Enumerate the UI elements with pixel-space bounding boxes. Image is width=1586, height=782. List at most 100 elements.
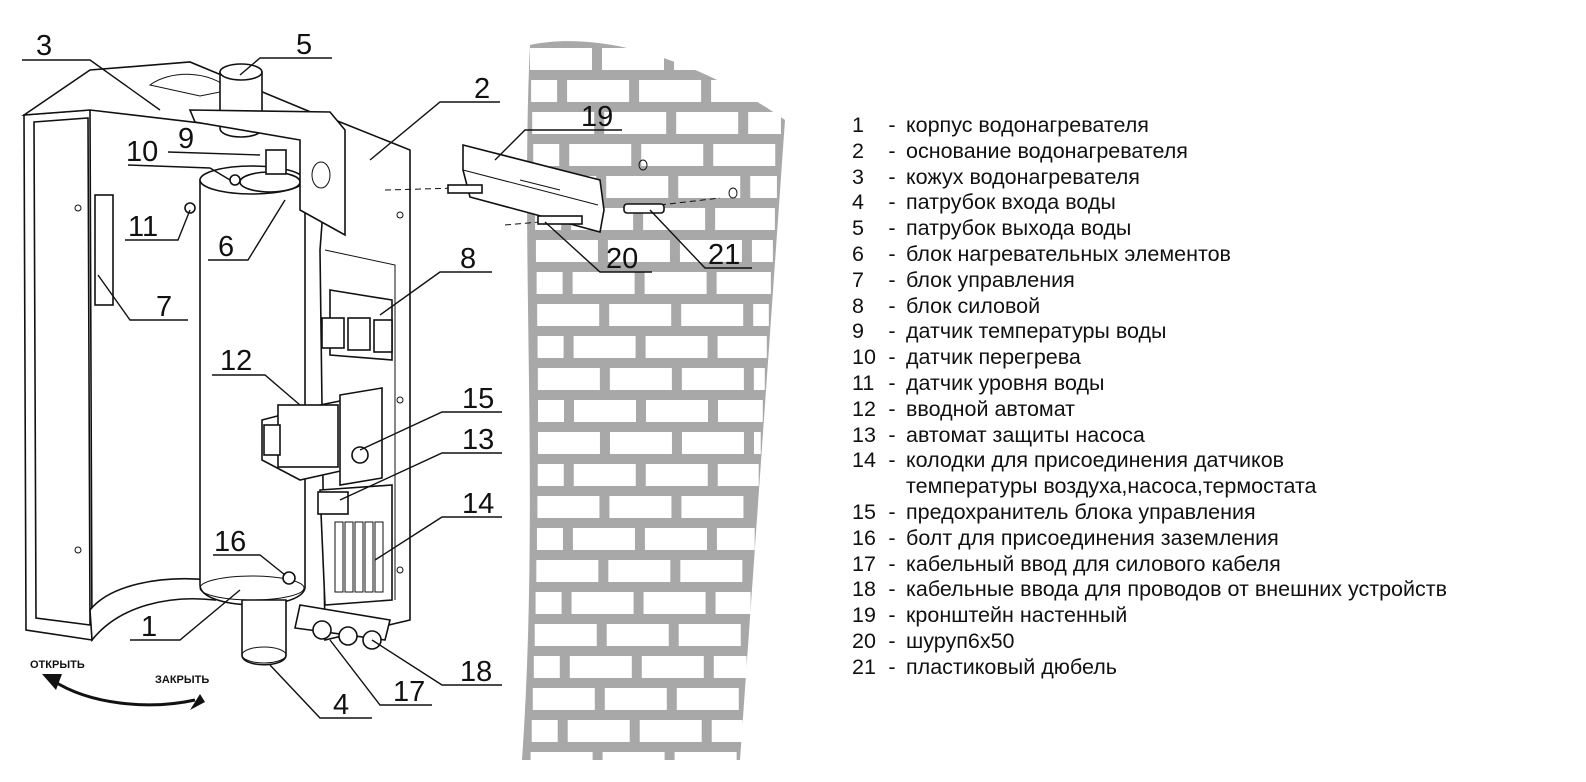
legend-text: основание водонагревателя <box>906 138 1188 163</box>
legend-text: датчик температуры воды <box>906 319 1167 344</box>
legend-dash: - <box>888 319 896 344</box>
callout-15: 15 <box>462 383 494 415</box>
legend-dash: - <box>888 422 896 447</box>
legend-text: корпус водонагревателя <box>906 113 1149 137</box>
legend-text: датчик уровня воды <box>906 370 1105 395</box>
legend-number: 17 <box>852 551 876 576</box>
legend-number: 10 <box>852 345 876 370</box>
legend-number: 3 <box>852 164 864 189</box>
legend-item: 4-патрубок входа воды <box>852 190 1572 216</box>
legend-text: кабельный ввод для силового кабеля <box>906 551 1281 576</box>
legend-number: 20 <box>852 628 876 653</box>
legend-number: 18 <box>852 577 876 602</box>
cover-bottom <box>89 577 217 643</box>
screw-bottom <box>537 215 583 225</box>
open-close-arrow: ОТКРЫТЬ ЗАКРЫТЬ <box>30 659 209 710</box>
legend-text: кабельные ввода для проводов от внешних … <box>906 577 1448 602</box>
legend-dash: - <box>888 396 896 421</box>
legend-number: 2 <box>852 138 864 163</box>
legend-dash: - <box>888 345 896 370</box>
legend-item: 12-вводной автомат <box>852 397 1572 423</box>
legend-text: автомат защиты насоса <box>906 422 1145 447</box>
callout-8: 8 <box>460 243 476 275</box>
legend-text: вводной автомат <box>906 396 1076 421</box>
legend-item: 13-автомат защиты насоса <box>852 423 1572 449</box>
legend-text: патрубок выхода воды <box>906 216 1132 241</box>
legend-text: кронштейн настенный <box>906 603 1128 628</box>
callout-12: 12 <box>220 345 252 377</box>
legend-text: датчик перегрева <box>906 345 1081 370</box>
legend-item: 15- предохранитель блока управления <box>852 500 1572 526</box>
legend-number: 16 <box>852 525 876 550</box>
brick-wall <box>522 41 785 774</box>
legend-dash: - <box>888 216 896 241</box>
legend-dash: - <box>888 113 896 137</box>
legend-item: 2-основание водонагревателя <box>852 139 1572 165</box>
legend-item: 7-блок управления <box>852 268 1572 294</box>
legend-dash: - <box>888 628 896 653</box>
control-block <box>94 194 114 306</box>
plastic-dowel <box>623 203 665 214</box>
inlet-pipe <box>241 599 287 666</box>
callout-1: 1 <box>141 611 157 643</box>
legend-dash: - <box>888 577 896 602</box>
cover-inner-face <box>33 117 91 626</box>
legend-dash: - <box>888 654 896 679</box>
legend-dash: - <box>888 370 896 395</box>
legend-number: 19 <box>852 603 876 628</box>
legend-number: 13 <box>852 422 876 447</box>
legend-number: 9 <box>852 319 864 344</box>
legend-number: 4 <box>852 190 864 215</box>
legend-number: 8 <box>852 293 864 318</box>
legend-item: 8-блок силовой <box>852 294 1572 320</box>
legend-number: 6 <box>852 241 864 266</box>
legend-text: предохранитель блока управления <box>906 499 1256 524</box>
callout-21: 21 <box>708 239 740 271</box>
callout-7: 7 <box>156 291 172 323</box>
callout-numbers: 3 5 2 19 9 10 11 6 7 8 20 21 12 15 13 14… <box>36 29 740 721</box>
open-label: ОТКРЫТЬ <box>30 659 85 671</box>
legend-item: 6-блок нагревательных элементов <box>852 242 1572 268</box>
legend-number: 12 <box>852 396 876 421</box>
legend-item: 20-шуруп6х50 <box>852 629 1572 655</box>
legend-item: 17-кабельный ввод для силового кабеля <box>852 552 1572 578</box>
callout-14: 14 <box>462 488 494 520</box>
legend-number: 5 <box>852 216 864 241</box>
legend-dash: - <box>888 138 896 163</box>
legend-item: 3-кожух водонагревателя <box>852 165 1572 191</box>
leader-lines <box>22 57 752 719</box>
callout-17: 17 <box>393 676 425 708</box>
legend-text: болт для присоединения заземления <box>906 525 1279 550</box>
callout-5: 5 <box>296 29 312 61</box>
legend-text-continuation: температуры воздуха,насоса,термостата <box>906 474 1317 499</box>
legend-item: 18-кабельные ввода для проводов от внешн… <box>852 577 1572 603</box>
close-label: ЗАКРЫТЬ <box>155 674 209 686</box>
legend-text: пластиковый дюбель <box>906 654 1117 679</box>
legend-item: 5-патрубок выхода воды <box>852 216 1572 242</box>
callout-2: 2 <box>474 73 490 105</box>
legend-number: 15 <box>852 499 876 524</box>
legend-item: 19-кронштейн настенный <box>852 603 1572 629</box>
legend-dash: - <box>888 241 896 266</box>
legend-item: 14-колодки для присоединения датчиков <box>852 448 1572 474</box>
callout-20: 20 <box>606 243 638 275</box>
callout-13: 13 <box>462 424 494 456</box>
legend-text: блок управления <box>906 267 1075 292</box>
callout-19: 19 <box>581 101 613 133</box>
mounting-hardware <box>384 143 738 233</box>
callout-10: 10 <box>126 136 158 168</box>
legend-item: 10-датчик перегрева <box>852 345 1572 371</box>
callout-9: 9 <box>178 123 194 155</box>
legend-dash: - <box>888 525 896 550</box>
legend-item: 21-пластиковый дюбель <box>852 655 1572 681</box>
legend-dash: - <box>888 267 896 292</box>
callout-18: 18 <box>460 656 492 688</box>
callout-3: 3 <box>36 30 52 62</box>
legend-dash: - <box>888 499 896 524</box>
legend-dash: - <box>888 293 896 318</box>
callout-16: 16 <box>214 526 246 558</box>
legend-number: 21 <box>852 654 876 679</box>
legend-dash: - <box>888 164 896 189</box>
